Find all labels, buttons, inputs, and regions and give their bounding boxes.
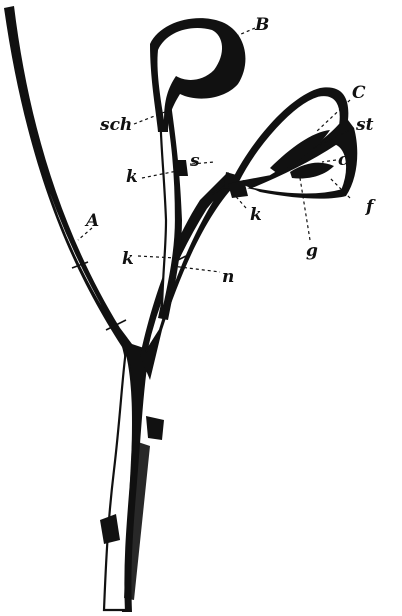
label-k-upper: k [126, 167, 138, 187]
label-b: B [254, 15, 269, 35]
main-stem [100, 340, 164, 612]
label-n: n [222, 267, 234, 287]
label-c-lower: c [338, 150, 349, 170]
stem-a [4, 6, 138, 356]
label-a: A [84, 211, 99, 231]
label-s: s [189, 151, 200, 171]
flower-c [224, 87, 357, 198]
label-st: st [355, 115, 374, 135]
label-c: C [352, 83, 366, 103]
label-k-lower: k [122, 249, 134, 269]
label-k-right: k [250, 205, 262, 225]
label-f: f [365, 197, 376, 217]
label-sch: sch [99, 115, 132, 135]
bud-b [150, 18, 245, 132]
label-g: g [306, 241, 318, 261]
